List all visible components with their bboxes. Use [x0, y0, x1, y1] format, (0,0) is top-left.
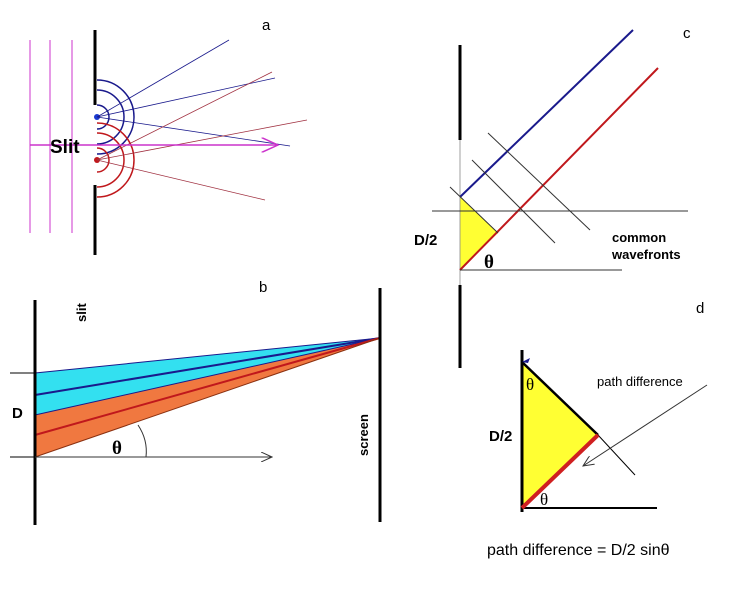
- theta-bottom-label: θ: [540, 490, 548, 509]
- red-ray-c: [459, 67, 659, 271]
- panel-d: θ θ D/2 path difference path difference …: [487, 300, 708, 559]
- panel-c: D/2 θ common wavefronts c: [414, 25, 691, 368]
- panel-b-label: b: [259, 279, 267, 296]
- theta-arc: [137, 424, 147, 458]
- panel-a: Slit a: [29, 17, 308, 255]
- path-difference-label: path difference: [597, 374, 683, 389]
- pointer-arrow: [583, 384, 708, 466]
- panel-a-label: a: [262, 17, 271, 34]
- red-ray-b: [34, 337, 381, 436]
- formula: path difference = D/2 sinθ: [487, 542, 670, 559]
- d2-label-d: D/2: [489, 428, 512, 445]
- d-label: D: [12, 405, 23, 422]
- theta-label-b: θ: [112, 438, 122, 459]
- yellow-triangle-c: [460, 197, 498, 270]
- red-wavelets: [96, 122, 135, 198]
- blue-arrow-tip: [522, 358, 530, 363]
- blue-ray-c: [459, 29, 634, 198]
- screen-label: screen: [356, 414, 371, 456]
- plane-wavefronts: [29, 40, 73, 233]
- wavefront-lines: [449, 132, 591, 244]
- blue-ray-b: [34, 337, 381, 396]
- blue-rays: [96, 39, 291, 147]
- beam-edge-bottom: [34, 337, 381, 458]
- yellow-triangle-d: [522, 362, 598, 508]
- blue-wavelets: [96, 79, 135, 155]
- wavefronts-label-1: common: [612, 230, 666, 245]
- theta-label-c: θ: [484, 252, 494, 273]
- d2-label-c: D/2: [414, 232, 437, 249]
- wavefronts-label-2: wavefronts: [611, 247, 681, 262]
- hypotenuse: [521, 361, 599, 436]
- panel-c-label: c: [683, 25, 691, 42]
- panel-b: θ D slit screen b: [10, 279, 382, 525]
- slit-label-b: slit: [74, 303, 89, 322]
- panel-d-label: d: [696, 300, 704, 317]
- theta-top-label: θ: [526, 375, 534, 394]
- hypotenuse-extension: [597, 434, 636, 476]
- path-difference-segment: [520, 433, 600, 510]
- slit-label: Slit: [50, 137, 80, 158]
- beam-middle: [34, 337, 381, 416]
- beam-edge-top: [34, 337, 381, 374]
